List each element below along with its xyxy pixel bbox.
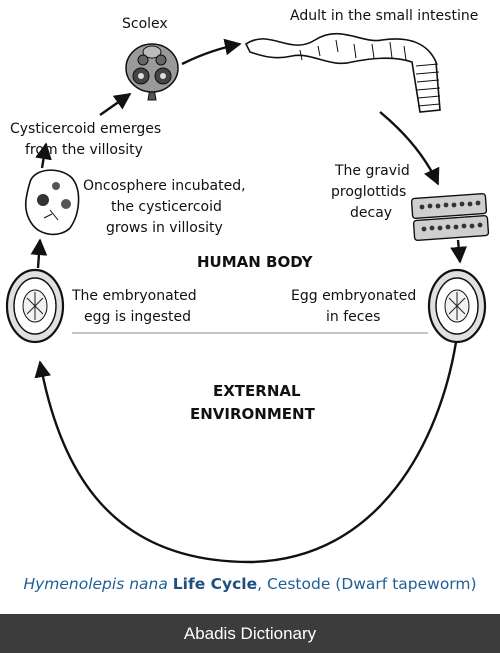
scolex-illustration <box>125 43 179 101</box>
label-external-2: ENVIRONMENT <box>190 405 315 423</box>
label-oncosphere-3: grows in villosity <box>106 220 223 236</box>
label-gravid-2: proglottids <box>331 184 407 200</box>
label-external-1: EXTERNAL <box>213 382 301 400</box>
label-cysticercoid-1: Cysticercoid emerges <box>10 121 162 137</box>
label-adult: Adult in the small intestine <box>290 8 479 24</box>
footer-banner: Abadis Dictionary <box>0 614 500 653</box>
proglottids-illustration <box>410 192 490 242</box>
egg-feces-illustration <box>427 268 487 344</box>
life-cycle-diagram <box>5 32 490 564</box>
label-gravid-1: The gravid <box>335 163 410 179</box>
arrow-villosity-to-cysticercoid <box>35 142 52 169</box>
label-scolex: Scolex <box>122 16 168 32</box>
caption-life-cycle: Life Cycle <box>172 575 258 593</box>
label-ingested-2: egg is ingested <box>84 309 192 325</box>
arrow-scolex-to-adult <box>181 38 242 66</box>
label-human-body: HUMAN BODY <box>197 253 313 271</box>
label-oncosphere-2: the cysticercoid <box>111 199 222 215</box>
label-feces-1: Egg embryonated <box>291 288 417 304</box>
arrow-egg-external-loop <box>34 341 458 564</box>
figure-caption: Hymenolepis nana Life Cycle, Cestode (Dw… <box>0 575 500 593</box>
caption-rest: , Cestode (Dwarf tapeworm) <box>257 575 477 593</box>
caption-species: Hymenolepis nana <box>23 575 168 593</box>
label-cysticercoid-2: from the villosity <box>25 142 143 158</box>
arrow-proglottids-to-egg <box>450 239 467 264</box>
adult-worm-illustration <box>244 32 441 113</box>
label-oncosphere-1: Oncosphere incubated, <box>83 178 246 194</box>
label-feces-2: in feces <box>326 309 381 325</box>
oncosphere-illustration <box>24 169 80 236</box>
egg-ingested-illustration <box>5 268 65 344</box>
label-ingested-1: The embryonated <box>72 288 197 304</box>
arrow-cysticercoid-to-scolex <box>99 93 132 116</box>
arrow-adult-to-proglottids <box>379 111 440 186</box>
label-gravid-3: decay <box>350 205 393 221</box>
arrow-ingested-to-villosity <box>30 238 48 269</box>
